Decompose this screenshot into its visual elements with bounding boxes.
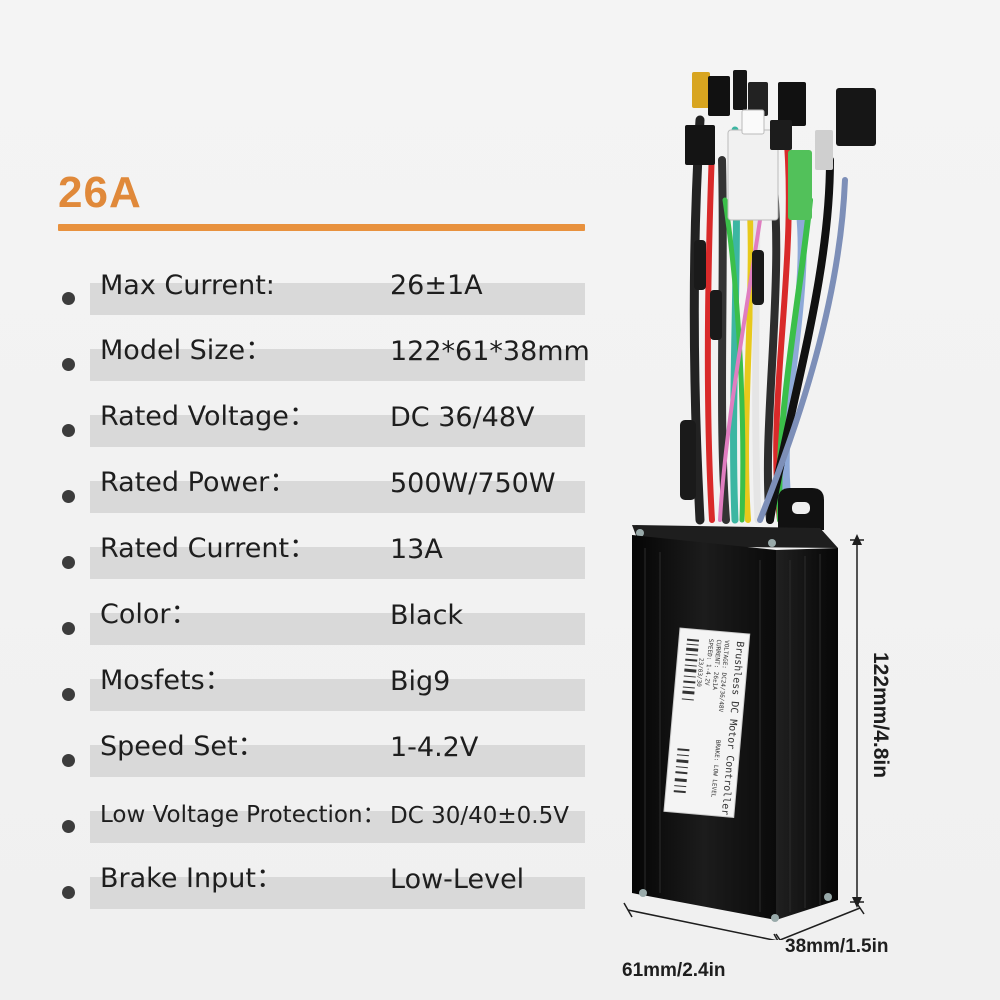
bullet-dot-icon bbox=[62, 820, 75, 833]
spec-label: Rated Power： bbox=[100, 467, 297, 498]
title-underline bbox=[58, 224, 585, 231]
bullet-dot-icon bbox=[62, 490, 75, 503]
spec-bar bbox=[90, 745, 585, 777]
spec-bar bbox=[90, 283, 585, 315]
dimension-lines bbox=[623, 539, 865, 940]
spec-value: 13A bbox=[390, 534, 443, 565]
product-label-sticker: Brushless DC Motor Controller VOLTAGE: D… bbox=[663, 627, 751, 818]
spec-label: Mosfets： bbox=[100, 665, 232, 696]
bullet-dot-icon bbox=[62, 886, 75, 899]
spec-value: 500W/750W bbox=[390, 468, 556, 499]
width-dimension-label: 61mm/2.4in bbox=[622, 960, 726, 981]
depth-dimension-label: 38mm/1.5in bbox=[785, 936, 889, 957]
spec-value: 1-4.2V bbox=[390, 732, 479, 763]
bullet-dot-icon bbox=[62, 358, 75, 371]
bullet-dot-icon bbox=[62, 688, 75, 701]
spec-row-model-size: Model Size： 122*61*38mm bbox=[58, 315, 590, 381]
spec-row-low-voltage-protection: Low Voltage Protection： DC 30/40±0.5V bbox=[58, 777, 585, 843]
spec-label: Rated Voltage： bbox=[100, 401, 316, 432]
spec-bar bbox=[90, 679, 585, 711]
spec-row-color: Color： Black bbox=[58, 579, 585, 645]
spec-label: Low Voltage Protection： bbox=[100, 802, 386, 828]
spec-label: Speed Set： bbox=[100, 731, 265, 762]
case-side bbox=[776, 548, 838, 920]
spec-value: 26±1A bbox=[390, 270, 483, 301]
product-label-line2: CURRENT: 26±1A bbox=[711, 639, 722, 690]
barcode-icon bbox=[673, 638, 700, 794]
spec-bar bbox=[90, 547, 585, 579]
wire-connectors bbox=[685, 70, 876, 221]
spec-row-speed-set: Speed Set： 1-4.2V bbox=[58, 711, 585, 777]
heat-shrink-sleeves bbox=[680, 240, 764, 500]
spec-row-mosfets: Mosfets： Big9 bbox=[58, 645, 585, 711]
bullet-dot-icon bbox=[62, 424, 75, 437]
spec-row-rated-current: Rated Current： 13A bbox=[58, 513, 585, 579]
spec-value: DC 30/40±0.5V bbox=[390, 803, 569, 829]
product-label-line4: SPEED: 1-4.2V bbox=[703, 638, 714, 686]
spec-row-rated-power: Rated Power： 500W/750W bbox=[58, 447, 585, 513]
spec-bar bbox=[90, 349, 585, 381]
page-title: 26A bbox=[58, 168, 142, 217]
spec-bar bbox=[90, 613, 585, 645]
spec-value: Low-Level bbox=[390, 864, 525, 895]
spec-bar bbox=[90, 877, 585, 909]
spec-label: Rated Current： bbox=[100, 533, 317, 564]
spec-value: DC 36/48V bbox=[390, 402, 535, 433]
spec-bar bbox=[90, 415, 585, 447]
spec-value: Big9 bbox=[390, 666, 451, 697]
spec-row-rated-voltage: Rated Voltage： DC 36/48V bbox=[58, 381, 585, 447]
spec-bar bbox=[90, 481, 585, 513]
bullet-dot-icon bbox=[62, 754, 75, 767]
spec-label: Color： bbox=[100, 599, 198, 630]
height-dimension-label: 122mm/4.8in bbox=[869, 651, 892, 779]
spec-label: Brake Input： bbox=[100, 863, 283, 894]
motor-controller-image: Brushless DC Motor Controller VOLTAGE: D… bbox=[623, 70, 876, 940]
spec-label: Model Size： bbox=[100, 335, 273, 366]
bullet-dot-icon bbox=[62, 622, 75, 635]
spec-value: 122*61*38mm bbox=[390, 336, 590, 367]
bullet-dot-icon bbox=[62, 292, 75, 305]
product-label-date: 23/03/30 bbox=[695, 658, 705, 688]
spec-bar bbox=[90, 811, 585, 843]
spec-row-brake-input: Brake Input： Low-Level bbox=[58, 843, 585, 909]
spec-value: Black bbox=[390, 600, 464, 631]
spec-label: Max Current: bbox=[100, 270, 275, 301]
bullet-dot-icon bbox=[62, 556, 75, 569]
spec-row-max-current: Max Current: 26±1A bbox=[58, 249, 585, 315]
